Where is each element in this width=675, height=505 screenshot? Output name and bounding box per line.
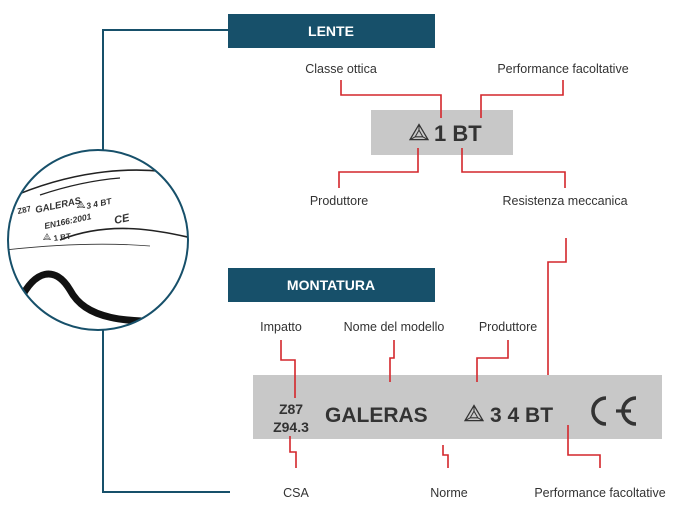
label-mechanical-resistance: Resistenza meccanica [502,194,627,208]
frame-model-name: GALERAS [325,404,428,427]
frame-marking-box: Z87 Z94.3 GALERAS 3 4 BT [253,375,662,439]
lens-header: LENTE [228,14,435,48]
label-impact: Impatto [260,320,302,334]
frame-header: MONTATURA [228,268,435,302]
label-standards: Norme [430,486,468,500]
label-lens-manufacturer: Produttore [310,194,368,208]
label-model-name: Nome del modello [344,320,445,334]
label-frame-optional-performance: Performance facoltative [534,486,665,500]
ce-mark-icon [591,396,637,426]
lens-marking-code: 1 BT [434,121,482,146]
closeup-standard-text: Z87 [17,204,33,216]
frame-standard-z87: Z87 [279,401,303,417]
lens-closeup: Z87 GALERAS 3 4 BT EN166:2001 CE 1 BT [7,149,189,331]
frame-header-title: MONTATURA [287,277,375,293]
lens-marking-box: 1 BT [371,110,513,155]
label-csa: CSA [283,486,309,500]
frame-leader-lines [280,340,601,468]
closeup-lens-class-text: 1 BT [53,232,72,243]
frame-standard-z943: Z94.3 [273,419,309,435]
lens-leader-lines [338,80,566,188]
lens-connector [102,29,230,493]
closeup-ce-mark-icon: CE [113,212,131,227]
label-lens-optional-performance: Performance facoltative [497,62,628,76]
frame-marking-codes: 3 4 BT [490,404,553,427]
mechanical-resistance-leader [547,238,567,382]
label-optical-class: Classe ottica [305,62,377,76]
lens-header-title: LENTE [308,23,354,39]
label-frame-manufacturer: Produttore [479,320,537,334]
